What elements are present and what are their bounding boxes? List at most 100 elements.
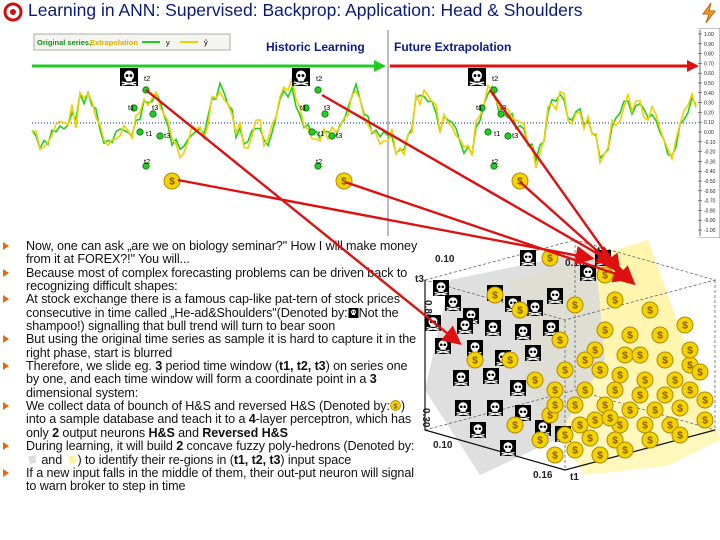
legend-extrapolation: Extrapolation [90,38,138,47]
dollar-coin-icon: $ [676,316,694,334]
y-tick-label: -0.80 [704,208,716,214]
dollar-coin-icon: $ [556,426,574,444]
svg-text:$: $ [547,254,553,265]
svg-text:$: $ [702,416,708,427]
svg-text:$: $ [537,436,543,447]
axis-t1-label: t1 [570,472,579,483]
svg-text:$: $ [592,416,598,427]
historic-label: Historic Learning [266,40,365,54]
dollar-coin-icon: $ [606,381,624,399]
tick-t1: 0.16 [533,470,553,481]
dollar-coin-icon: $ [621,326,639,344]
y-tick-label: -0.90 [704,218,716,224]
svg-text:$: $ [607,414,613,425]
skull-icon [348,307,359,318]
skull-icon [547,288,563,304]
svg-text:$: $ [662,356,668,367]
paragraph-5: Therefore, we slide eg. 3 period time wi… [0,359,420,400]
y-tick-label: 0.40 [704,91,714,97]
svg-text:$: $ [687,386,693,397]
svg-text:$: $ [602,401,608,412]
svg-text:$: $ [562,366,568,377]
time-marker-label: t1 [300,103,306,112]
y-tick-label: -0.50 [704,179,716,185]
dollar-coin-icon: $ [606,291,624,309]
dollar-coin-icon: $ [656,351,674,369]
svg-text:$: $ [517,306,523,317]
dollar-coin-icon: $ [666,371,684,389]
paragraph-1: Now, one can ask „are we on biology semi… [0,239,420,267]
svg-text:$: $ [532,376,538,387]
legend-yhat: ŷ [204,38,208,47]
skull-icon [470,422,486,438]
svg-text:$: $ [602,271,608,282]
dollar-coin-icon: $ [611,366,629,384]
time-marker-label: t1 [494,129,500,138]
legend-original: Original series, [37,38,91,47]
svg-text:$: $ [662,391,668,402]
skull-icon [425,315,441,331]
dollar-coin-icon: $ [601,409,619,427]
svg-text:$: $ [622,351,628,362]
skull-icon [483,368,499,384]
page-title: Learning in ANN: Supervised: Backprop: A… [28,0,583,20]
svg-text:$: $ [512,421,518,432]
dollar-coin-icon: $ [681,381,699,399]
svg-text:$: $ [492,291,498,302]
dollar-coin-icon: $ [681,341,699,359]
skull-icon [485,320,501,336]
time-marker-label: t2 [144,157,150,166]
y-tick-label: 0.00 [704,130,714,136]
skull-icon [468,68,486,86]
svg-text:$: $ [627,406,633,417]
y-tick-label: 0.10 [704,120,714,126]
y-tick-label: -1.00 [704,228,716,234]
paragraph-4: But using the original time series as sa… [0,333,420,360]
y-tick-label: -0.40 [704,169,716,175]
dollar-coin-icon: $ [696,411,714,429]
tick-t3-c: 0.10 [433,440,453,451]
svg-text:$: $ [552,401,558,412]
skull-icon [435,338,451,354]
dollar-coin-icon: $ [541,249,559,267]
dollar-coin-icon: $ [636,416,654,434]
skull-icon [453,370,469,386]
dollar-coin-icon: $ [390,400,401,411]
svg-text:$: $ [612,296,618,307]
dollar-coin-icon: $ [646,401,664,419]
svg-text:$: $ [697,368,703,379]
lightning-icon [702,2,716,24]
y-tick-label: -0.10 [704,140,716,146]
svg-text:$: $ [652,406,658,417]
dollar-coin-icon: $ [551,331,569,349]
skull-icon [500,440,516,456]
svg-text:$: $ [562,431,568,442]
skull-icon [580,265,596,281]
y-tick-label: -0.20 [704,150,716,156]
time-marker-label: t3 [500,103,506,112]
logo-icon [2,2,24,22]
svg-text:$: $ [617,371,623,382]
y-tick-label: 0.70 [704,61,714,67]
dollar-coin-icon: $ [556,361,574,379]
time-marker-label: t2 [144,74,150,83]
skull-icon [433,280,449,296]
time-marker-label: t2 [316,157,322,166]
dollar-coin-icon: $ [641,301,659,319]
y-tick-label: 0.80 [704,52,714,58]
svg-text:$: $ [677,404,683,415]
svg-text:$: $ [687,346,693,357]
dollar-coin-icon: $ [691,363,709,381]
y-tick-label: 0.60 [704,71,714,77]
dollar-coin-icon: $ [586,411,604,429]
dollar-coin-icon: $ [591,361,609,379]
dollar-coin-icon: $ [651,326,669,344]
paragraph-8: If a new input falls in the middle of th… [0,466,420,494]
svg-text:$: $ [547,411,553,422]
time-marker-label: t3 [324,103,330,112]
svg-text:$: $ [572,446,578,457]
dollar-coin-icon: $ [581,429,599,447]
dollar-coin-icon: $ [531,431,549,449]
svg-text:$: $ [637,391,643,402]
svg-text:$: $ [393,402,397,410]
